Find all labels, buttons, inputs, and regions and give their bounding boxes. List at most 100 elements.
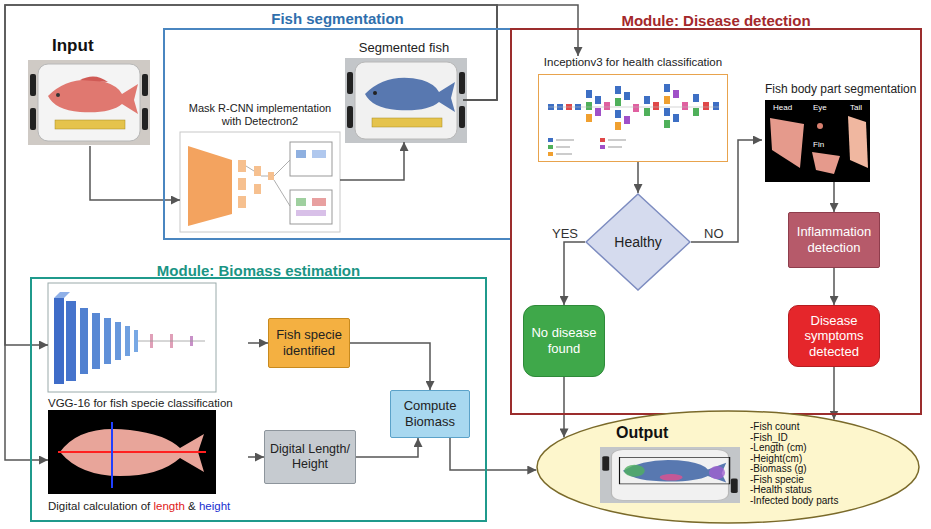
connector: [356, 438, 418, 457]
inception-figure-part: [673, 90, 679, 98]
inception-figure-part: [586, 102, 592, 110]
connector: [833, 367, 835, 420]
process-box: Compute Biomass: [390, 390, 470, 438]
output-photo-part-part: [709, 466, 725, 479]
connector: [5, 5, 497, 460]
mask-rcnn-figure-part: [290, 142, 332, 176]
box-text: Fish specie identified: [272, 327, 346, 358]
mask-rcnn-figure-part: [188, 146, 232, 226]
segmented-photo-part: [372, 118, 442, 127]
input-photo-part: [30, 108, 36, 130]
caption: Digital calculation oflength&height: [48, 500, 248, 514]
box-label: Digital Length/ Height: [268, 442, 352, 472]
body-part-figure-part: [770, 118, 804, 168]
segmented-photo-part: [347, 106, 353, 128]
decision-text: Healthy: [614, 234, 661, 250]
part-label: Eye: [813, 103, 827, 112]
input-photo-part: [48, 80, 138, 114]
list-item: -Fish count: [750, 422, 838, 433]
process-box: Inflammation detection: [788, 212, 880, 268]
output-photo-part-part: [623, 460, 726, 482]
mask-rcnn-figure-part: [296, 198, 306, 206]
inception-figure-part: [644, 108, 650, 116]
input-photo-part: [28, 60, 150, 145]
decision-diamond: Healthy: [585, 193, 691, 291]
module-title: Module: Biomass estimation: [30, 260, 487, 279]
inception-figure-part: [615, 110, 621, 118]
output-title: Output: [616, 424, 668, 442]
result-box: Disease symptoms detected: [788, 305, 880, 367]
list-item: -Height(cm): [750, 454, 838, 465]
caption-text: &: [188, 500, 196, 512]
caption-text: height: [199, 500, 230, 512]
segmented-photo-part: [355, 62, 457, 139]
box-label: Compute Biomass: [394, 398, 466, 429]
mask-rcnn-figure-part: [254, 166, 261, 176]
length-figure-part: [58, 451, 206, 453]
caption-text: Digital calculation of: [48, 500, 150, 512]
network-figure: Inceptionv3 for health classification: [538, 56, 728, 162]
inception-figure-part: [540, 75, 726, 161]
vgg-figure-part: [134, 330, 138, 352]
box-label: Disease symptoms detected: [792, 313, 876, 360]
inception-figure-part: [548, 107, 719, 108]
inception-figure-part: [624, 116, 630, 124]
inception-figure-part: [664, 96, 670, 104]
segmented-photo-part: [365, 78, 455, 112]
process-box: Digital Length/ Height: [264, 430, 356, 484]
diamond-outline: [586, 194, 690, 290]
connector: [691, 140, 762, 242]
vgg-figure-part: [115, 322, 121, 360]
inception-figure-part: [556, 153, 572, 154]
fish-photo: Segmented fish: [345, 40, 463, 142]
network-figure: VGG-16 for fish specie classification: [48, 283, 248, 411]
module-title: Module: Disease detection: [510, 10, 922, 29]
module-panel: Module: Disease detectionInceptionv3 for…: [510, 10, 922, 415]
input-photo-part: [80, 76, 108, 82]
body-part-figure-part: [765, 100, 870, 182]
edge-label: YES: [550, 226, 580, 241]
output-photo-part-part: [624, 465, 645, 477]
body-part-figure-part: [848, 116, 868, 168]
connector: [248, 456, 264, 458]
mask-rcnn-figure-part: [261, 176, 268, 177]
inception-figure-part: [600, 138, 605, 142]
inception-figure-part: [595, 108, 601, 116]
mask-rcnn-figure-part: [290, 190, 332, 224]
mask-rcnn-figure: [180, 132, 340, 232]
output-photo-part-part: [600, 447, 740, 503]
mask-rcnn-figure-part: [312, 198, 326, 206]
part-label: Head: [773, 103, 792, 112]
box-text: No disease found: [527, 325, 601, 356]
connector: [350, 343, 430, 390]
caption-text: Inceptionv3 for health classification: [544, 56, 722, 68]
vgg-figure-part: [80, 308, 88, 374]
caption: Inceptionv3 for health classification: [538, 56, 728, 70]
output-photo-part-part: [602, 456, 609, 470]
vgg-figure-part: [104, 318, 111, 364]
module-panel: Fish segmentationMask R-CNN implementati…: [163, 8, 512, 240]
segmented-photo-part: [459, 72, 465, 94]
vgg-figure-part: [48, 283, 216, 392]
box-label: Inflammation detection: [792, 224, 876, 255]
caption: Mask R-CNN implementation with Detectron…: [180, 102, 340, 128]
mask-rcnn-figure-part: [238, 178, 246, 190]
inception-figure-part: [615, 86, 621, 94]
inception-figure: [540, 75, 726, 161]
connector: [833, 268, 835, 305]
inception-figure-part: [682, 102, 688, 110]
caption-text: Segmented fish: [359, 40, 449, 55]
inception-figure-part: [548, 152, 553, 156]
connector: [450, 438, 536, 470]
mask-rcnn-figure-part: [238, 160, 246, 172]
inception-figure-part: [644, 96, 650, 104]
mask-rcnn-figure-part: [180, 132, 340, 232]
module-border: [163, 28, 512, 240]
ellipse-outline: [537, 411, 919, 523]
inception-figure-part: [693, 108, 699, 116]
output-photo: [600, 447, 740, 503]
inception-figure-part: [624, 92, 630, 100]
ellipse-shape: [536, 410, 920, 524]
input-photo-part: [56, 93, 60, 97]
inception-figure-part: [713, 102, 719, 110]
